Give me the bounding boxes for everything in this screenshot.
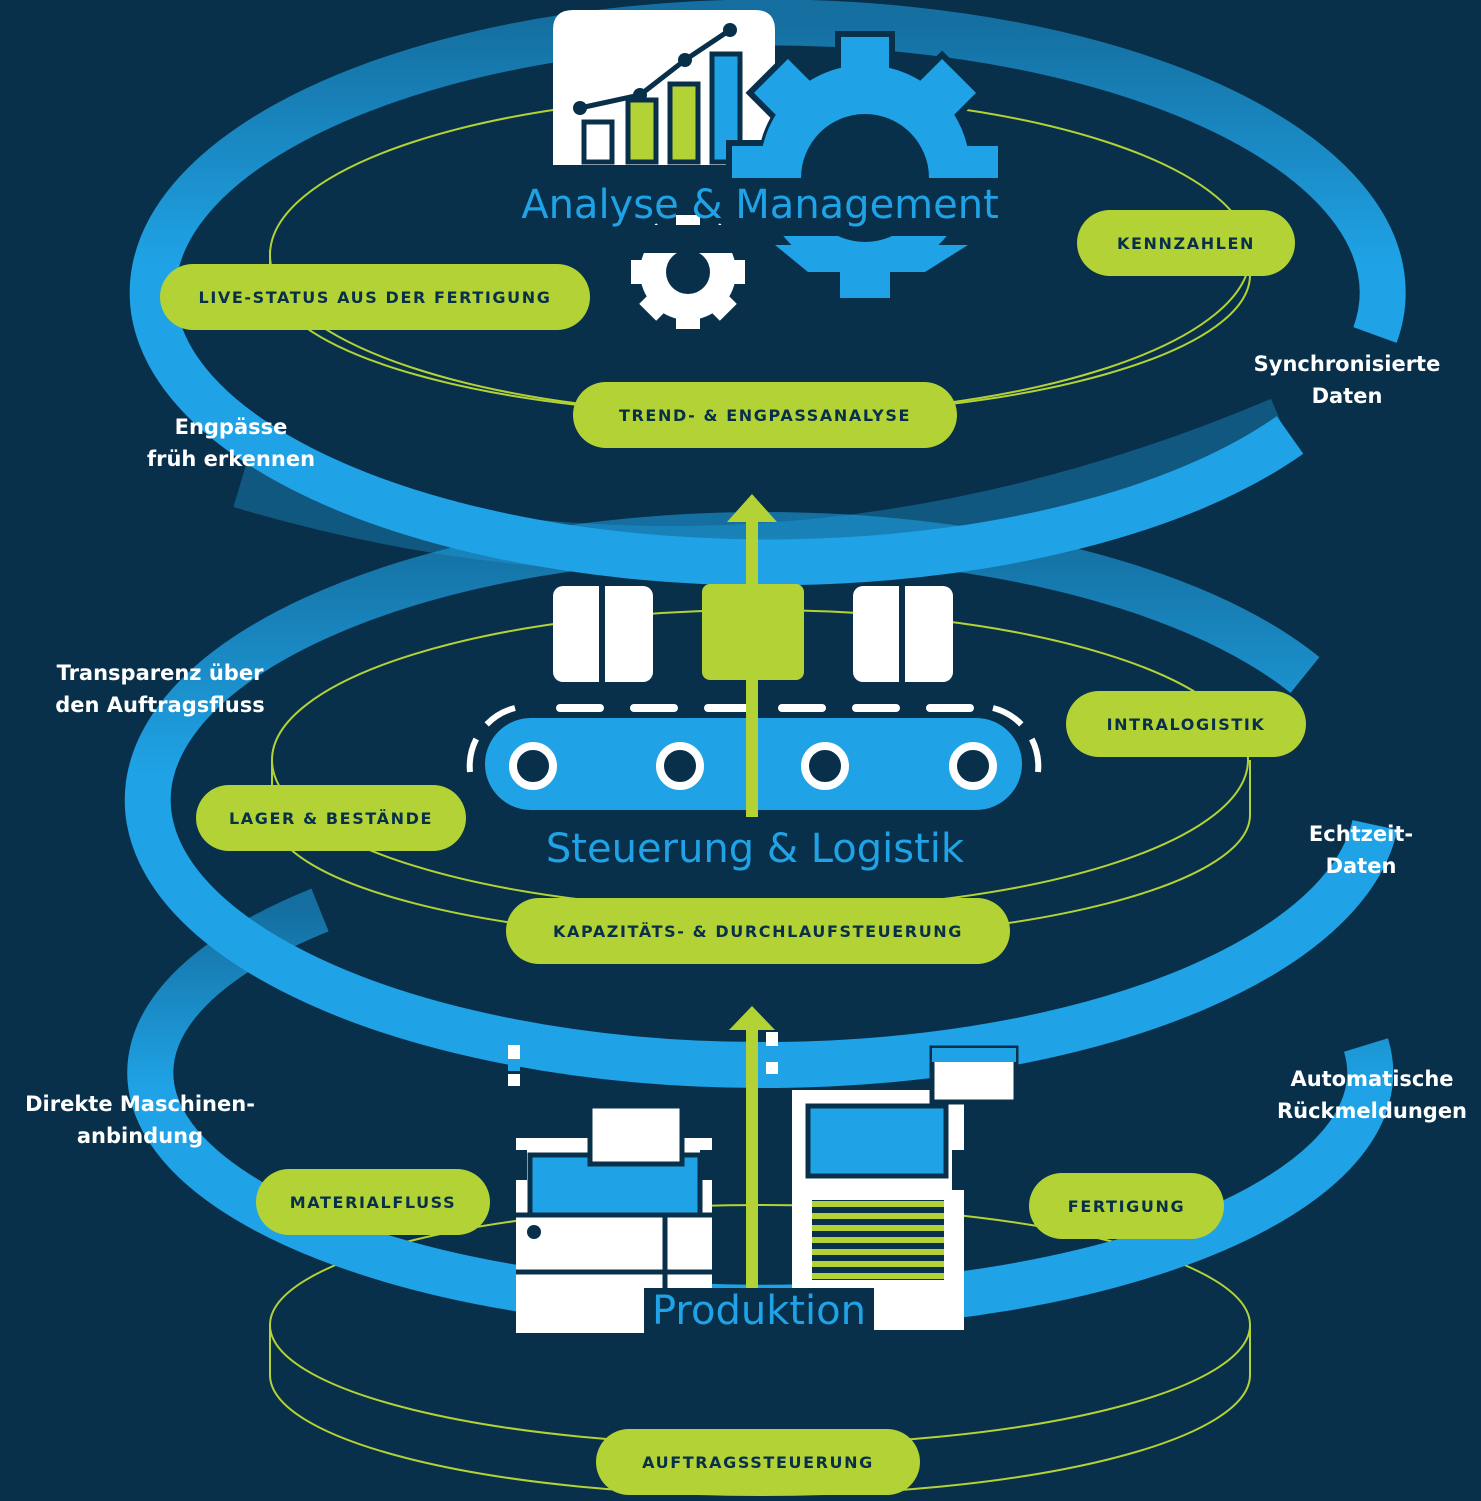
tag-trend-analyse: TREND- & ENGPASSANALYSE	[573, 382, 957, 448]
flow-label-maschinenanbindung: Direkte Maschinen- anbindung	[25, 1088, 255, 1152]
flow-label-line: Daten	[1311, 384, 1383, 408]
flow-label-transparenz: Transparenz über den Auftragsfluss	[55, 657, 265, 721]
tag-intralogistik: INTRALOGISTIK	[1066, 691, 1306, 757]
machine-icon	[508, 1032, 1019, 1333]
tag-kapazitaet: KAPAZITÄTS- & DURCHLAUFSTEUERUNG	[506, 898, 1010, 964]
tag-live-status: LIVE-STATUS AUS DER FERTIGUNG	[160, 264, 590, 330]
flow-label-line: Transparenz über	[56, 661, 264, 685]
flow-label-line: Engpässe	[174, 415, 288, 439]
tag-materialfluss: MATERIALFLUSS	[256, 1169, 490, 1235]
flow-label-echtzeit-daten: Echtzeit- Daten	[1309, 818, 1413, 882]
tag-auftragssteuerung: AUFTRAGSSTEUERUNG	[596, 1429, 920, 1495]
analysis-ring	[129, 0, 1406, 586]
flow-label-line: Rückmeldungen	[1276, 1099, 1468, 1123]
gear-icon	[625, 31, 1004, 329]
flow-label-line: Automatische	[1290, 1067, 1454, 1091]
flow-label-line: früh erkennen	[146, 447, 316, 471]
flow-label-line: Daten	[1325, 854, 1397, 878]
layer-title-analysis: Analyse & Management	[521, 182, 999, 228]
flow-label-line: Echtzeit-	[1308, 822, 1414, 846]
flow-label-line: den Auftragsfluss	[55, 693, 265, 717]
tag-kennzahlen: KENNZAHLEN	[1077, 210, 1295, 276]
arrow-up-icon	[727, 494, 777, 1327]
bar-chart-icon	[553, 10, 775, 165]
layer-title-logistics: Steuerung & Logistik	[545, 826, 965, 872]
flow-label-rueckmeldungen: Automatische Rückmeldungen	[1277, 1063, 1467, 1127]
flow-label-line: Synchronisierte	[1253, 352, 1441, 376]
layer-title-production: Produktion	[644, 1288, 874, 1334]
flow-label-line: Direkte Maschinen-	[25, 1092, 255, 1116]
flow-label-engpaesse: Engpässe früh erkennen	[147, 411, 315, 475]
tag-fertigung: FERTIGUNG	[1029, 1173, 1224, 1239]
flow-label-synchronisierte-daten: Synchronisierte Daten	[1254, 348, 1441, 412]
flow-label-line: anbindung	[76, 1124, 204, 1148]
tag-lager-bestaende: LAGER & BESTÄNDE	[196, 785, 466, 851]
